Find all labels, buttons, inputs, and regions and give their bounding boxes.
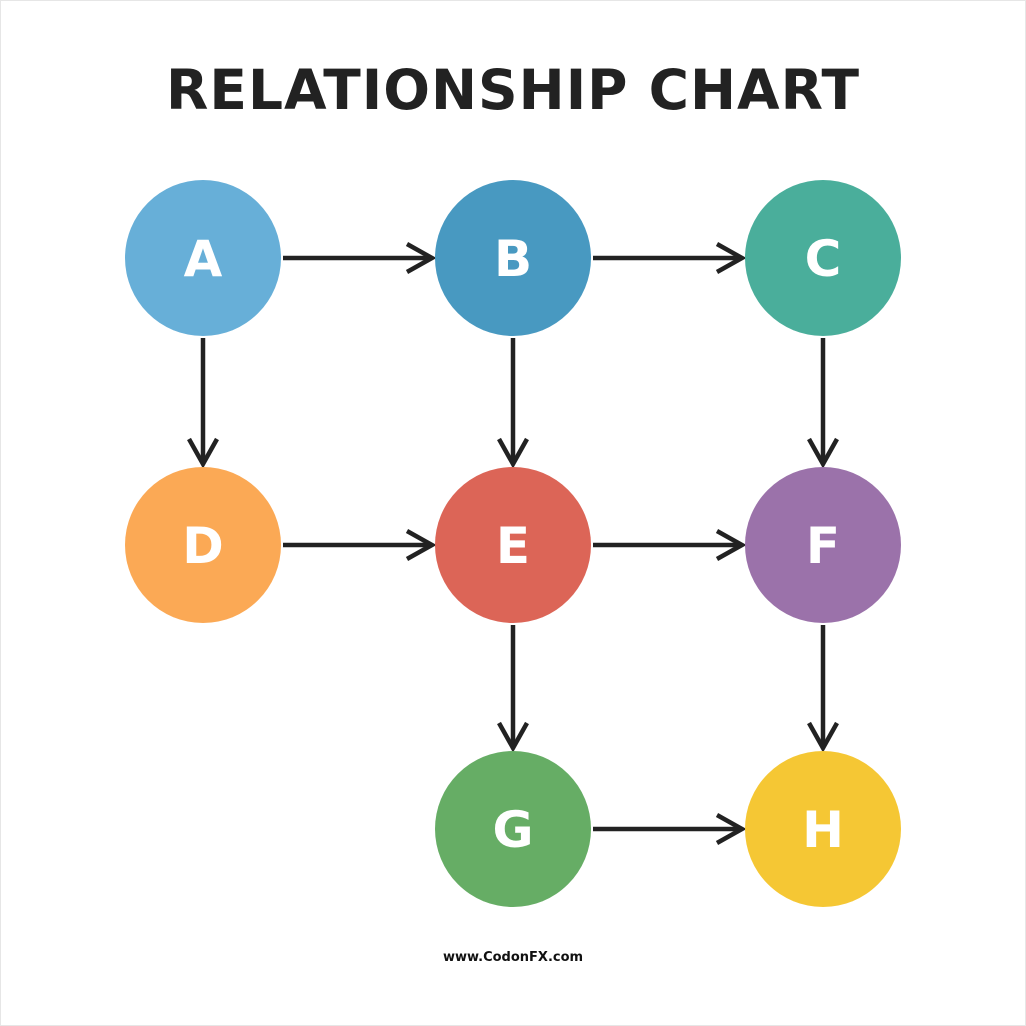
arrowhead-icon [807,437,839,469]
node-circle [435,180,591,336]
node-label: D [182,517,224,575]
node-e: E [435,467,591,623]
arrow-g-to-h [593,813,747,845]
node-label: E [496,517,530,575]
node-circle [125,467,281,623]
node-f: F [745,467,901,623]
node-label: C [805,230,842,288]
node-circle [435,751,591,907]
footer-website: www.CodonFX.com [442,950,584,965]
node-g: G [435,751,591,907]
arrow-e-to-f [593,529,747,561]
node-circle [435,467,591,623]
arrow-b-to-e [497,338,529,469]
arrowhead-icon [715,529,747,561]
node-b: B [435,180,591,336]
node-label: B [494,230,532,288]
node-label: F [806,517,840,575]
arrowhead-icon [497,437,529,469]
arrow-d-to-e [283,529,437,561]
node-h: H [745,751,901,907]
arrow-c-to-f [807,338,839,469]
arrowhead-icon [187,437,219,469]
arrowhead-icon [807,721,839,753]
node-circle [745,751,901,907]
node-circle [745,467,901,623]
node-c: C [745,180,901,336]
node-label: H [802,801,844,859]
arrow-e-to-g [497,625,529,753]
arrowhead-icon [715,813,747,845]
arrow-f-to-h [807,625,839,753]
chart-title: RELATIONSHIP CHART [166,58,860,122]
arrowhead-icon [405,529,437,561]
arrow-a-to-b [283,242,437,274]
node-label: A [184,230,223,288]
arrowhead-icon [715,242,747,274]
node-a: A [125,180,281,336]
arrowhead-icon [497,721,529,753]
node-d: D [125,467,281,623]
arrowhead-icon [405,242,437,274]
node-label: G [492,801,533,859]
arrow-a-to-d [187,338,219,469]
node-circle [745,180,901,336]
arrow-b-to-c [593,242,747,274]
node-circle [125,180,281,336]
